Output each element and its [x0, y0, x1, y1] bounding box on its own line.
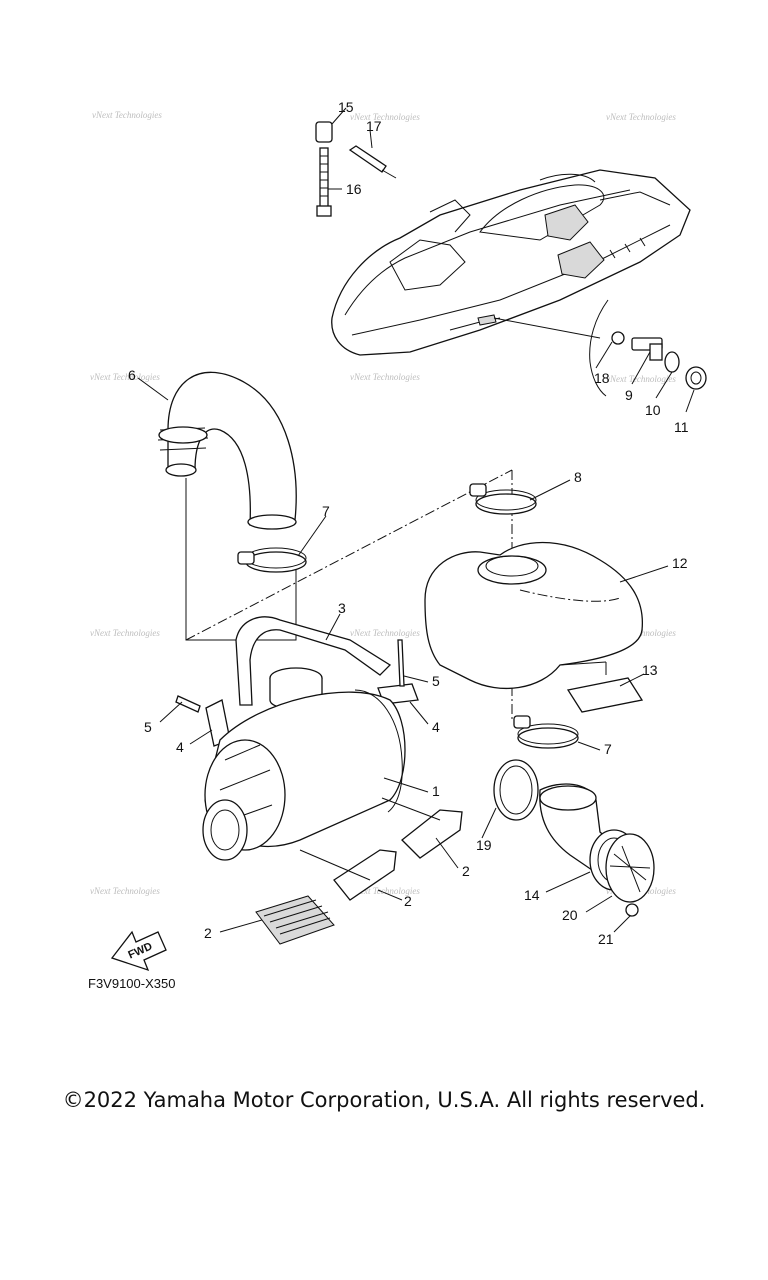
- callout-4: 4: [176, 739, 184, 755]
- watermark: vNext Technologies: [606, 112, 676, 122]
- figure-code: F3V9100-X350: [88, 976, 176, 991]
- callout-15: 15: [338, 99, 354, 115]
- callout-17: 17: [366, 118, 382, 134]
- callout-13: 13: [642, 662, 658, 678]
- watermark: vNext Technologies: [90, 372, 160, 382]
- connection-line: [185, 469, 513, 641]
- clip-ring: [493, 759, 539, 821]
- copyright-notice: ©2022 Yamaha Motor Corporation, U.S.A. A…: [62, 1088, 706, 1112]
- watermark: vNext Technologies: [350, 112, 420, 122]
- watercraft-illustration: [331, 169, 691, 356]
- leader-line: [299, 849, 371, 881]
- callout-3: 3: [338, 600, 346, 616]
- hose-clamp: [237, 547, 307, 573]
- callout-1: 1: [432, 783, 440, 799]
- callout-2: 2: [404, 893, 412, 909]
- callout-18: 18: [594, 370, 610, 386]
- bracket-screw-right: [377, 639, 419, 705]
- callout-5: 5: [432, 673, 440, 689]
- callout-11: 11: [674, 419, 689, 435]
- callout-19: 19: [476, 837, 492, 853]
- callout-14: 14: [524, 887, 540, 903]
- callout-12: 12: [672, 555, 688, 571]
- watermark: vNext Technologies: [350, 372, 420, 382]
- callout-10: 10: [645, 402, 661, 418]
- callout-6: 6: [128, 367, 136, 383]
- bracket: [589, 299, 609, 397]
- callout-20: 20: [562, 907, 578, 923]
- pad: [566, 677, 644, 713]
- hose-clamp: [513, 715, 579, 749]
- clamp-tie-bolt: [315, 121, 397, 217]
- air-box: [424, 541, 644, 690]
- callout-21: 21: [598, 931, 614, 947]
- hose-clamp-top: [469, 483, 537, 515]
- leader-line: [559, 661, 607, 666]
- nut: [625, 903, 639, 917]
- fwd-arrow: FWD: [110, 930, 167, 972]
- callout-7: 7: [604, 741, 612, 757]
- watermark: vNext Technologies: [90, 628, 160, 638]
- watermark: vNext Technologies: [606, 374, 676, 384]
- leader-line: [381, 797, 441, 821]
- callout-9: 9: [625, 387, 633, 403]
- callout-2: 2: [204, 925, 212, 941]
- air-filter-canister: [202, 689, 406, 861]
- callout-5: 5: [144, 719, 152, 735]
- watermark: vNext Technologies: [92, 110, 162, 120]
- callout-8: 8: [574, 469, 582, 485]
- leader-line: [493, 317, 601, 339]
- watermark: vNext Technologies: [350, 628, 420, 638]
- callout-16: 16: [346, 181, 362, 197]
- watermark: vNext Technologies: [350, 886, 420, 896]
- watermark: vNext Technologies: [90, 886, 160, 896]
- screen-plate: [605, 833, 655, 903]
- callouts: 15 17 16 6 18 9 10 11 8 7 12 3 13 5 4 5: [128, 99, 695, 947]
- pads: [255, 809, 463, 945]
- callout-7: 7: [322, 503, 330, 519]
- intake-hose: [157, 371, 297, 530]
- callout-2: 2: [462, 863, 470, 879]
- callout-4: 4: [432, 719, 440, 735]
